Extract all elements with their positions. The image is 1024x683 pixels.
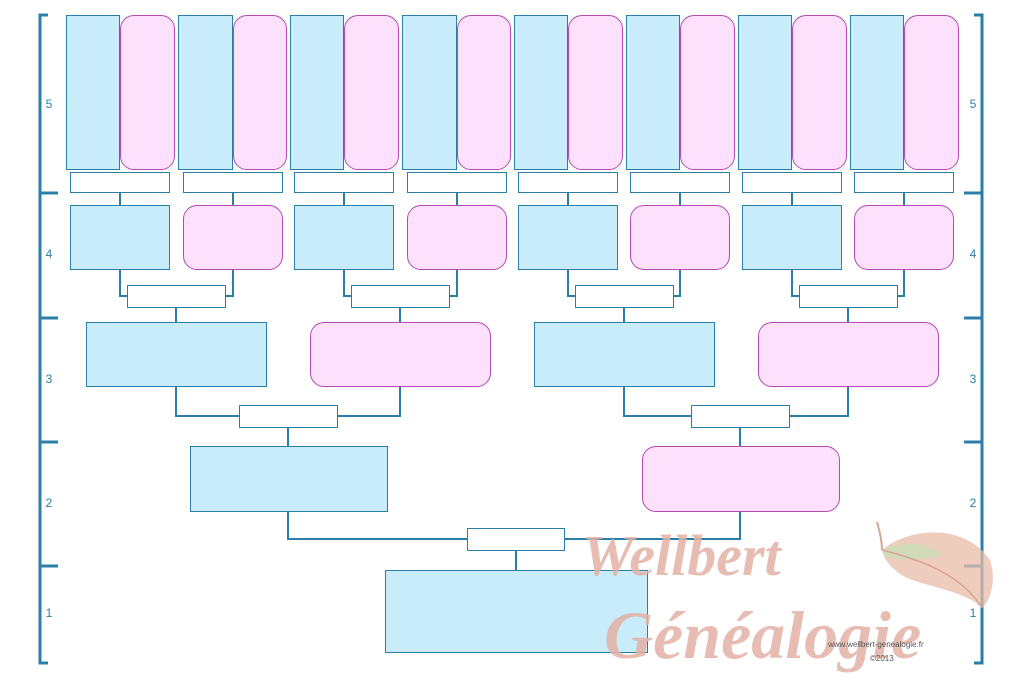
gen5-female-box[interactable] [233, 15, 287, 170]
gen2-marriage-box[interactable] [467, 528, 565, 551]
gen5-marriage-box[interactable] [854, 172, 954, 193]
gen4-male-box[interactable] [70, 205, 170, 270]
gen4-male-box[interactable] [294, 205, 394, 270]
gen5-female-box[interactable] [120, 15, 175, 170]
gen4-marriage-box[interactable] [127, 285, 226, 308]
gen3-female-box[interactable] [310, 322, 491, 387]
gen4-marriage-box[interactable] [799, 285, 898, 308]
gen5-male-box[interactable] [626, 15, 680, 170]
generation-label-4-right: 4 [969, 247, 977, 261]
gen5-female-box[interactable] [680, 15, 735, 170]
gen5-male-box[interactable] [850, 15, 904, 170]
generation-label-5-left: 5 [45, 97, 53, 111]
generation-label-3-right: 3 [969, 372, 977, 386]
gen4-marriage-box[interactable] [351, 285, 450, 308]
gen4-female-box[interactable] [407, 205, 507, 270]
generation-label-2-left: 2 [45, 496, 53, 510]
gen4-female-box[interactable] [854, 205, 954, 270]
gen5-male-box[interactable] [514, 15, 568, 170]
generation-label-1-left: 1 [45, 606, 53, 620]
gen5-marriage-box[interactable] [183, 172, 283, 193]
generation-label-4-left: 4 [45, 247, 53, 261]
gen3-male-box[interactable] [534, 322, 715, 387]
generation-label-3-left: 3 [45, 372, 53, 386]
gen5-marriage-box[interactable] [630, 172, 730, 193]
gen3-female-box[interactable] [758, 322, 939, 387]
watermark-title-line1: Wellbert [582, 523, 781, 588]
gen5-marriage-box[interactable] [294, 172, 394, 193]
gen4-female-box[interactable] [183, 205, 283, 270]
gen5-marriage-box[interactable] [742, 172, 842, 193]
gen5-female-box[interactable] [344, 15, 399, 170]
watermark-copyright: ©2013 [870, 654, 894, 663]
gen4-marriage-box[interactable] [575, 285, 674, 308]
gen2-mother-box[interactable] [642, 446, 840, 512]
gen3-marriage-box[interactable] [691, 405, 790, 428]
gen5-female-box[interactable] [792, 15, 847, 170]
gen5-marriage-box[interactable] [518, 172, 618, 193]
gen4-male-box[interactable] [518, 205, 618, 270]
gen5-male-box[interactable] [178, 15, 233, 170]
watermark-url: www.wellbert-genealogie.fr [828, 640, 924, 649]
gen5-marriage-box[interactable] [407, 172, 507, 193]
gen4-female-box[interactable] [630, 205, 730, 270]
watermark-title-line2: Généalogie [604, 597, 922, 673]
gen2-father-box[interactable] [190, 446, 388, 512]
generation-label-2-right: 2 [969, 496, 977, 510]
generation-label-5-right: 5 [969, 97, 977, 111]
gen5-female-box[interactable] [568, 15, 623, 170]
gen3-male-box[interactable] [86, 322, 267, 387]
gen5-female-box[interactable] [904, 15, 959, 170]
gen4-male-box[interactable] [742, 205, 842, 270]
gen5-female-box[interactable] [457, 15, 511, 170]
gen5-marriage-box[interactable] [70, 172, 170, 193]
gen1-root-person-box[interactable] [385, 570, 648, 653]
gen3-marriage-box[interactable] [239, 405, 338, 428]
gen5-male-box[interactable] [290, 15, 344, 170]
gen5-male-box[interactable] [66, 15, 120, 170]
gen5-male-box[interactable] [738, 15, 792, 170]
leaf-icon [876, 521, 993, 609]
generation-label-1-right: 1 [969, 606, 977, 620]
gen5-male-box[interactable] [402, 15, 457, 170]
